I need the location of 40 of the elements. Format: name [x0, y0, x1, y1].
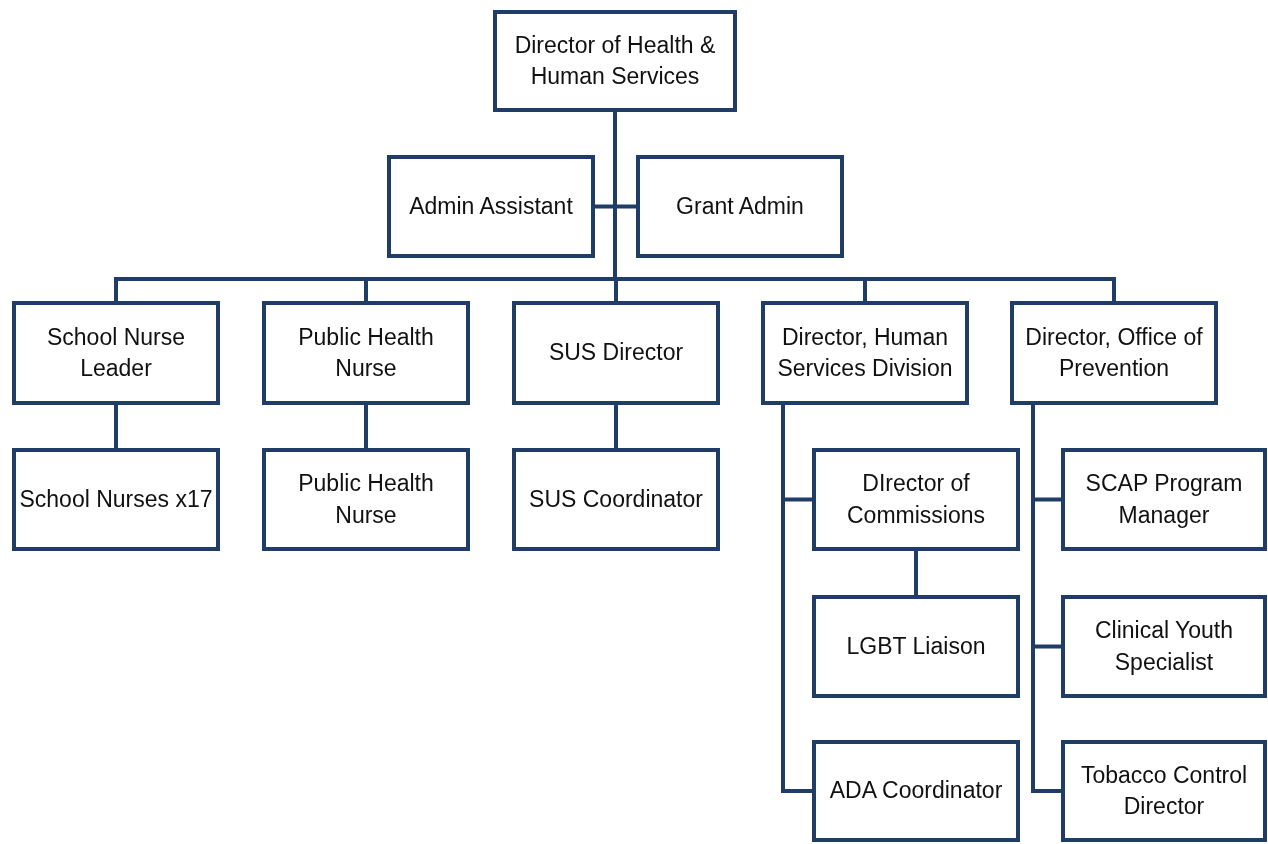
role-label: Public Health Nurse — [297, 469, 435, 530]
org-box — [1061, 740, 1267, 842]
role-label: Grant Admin — [676, 191, 804, 221]
connector-line — [614, 405, 618, 448]
role-label: DIrector of Commissions — [846, 469, 986, 530]
org-box — [493, 10, 737, 112]
connector-line — [781, 405, 812, 793]
role-label: Director, Human Services Division — [776, 322, 954, 383]
org-box — [1061, 595, 1267, 698]
role-label: Admin Assistant — [409, 191, 573, 221]
org-box — [512, 301, 720, 405]
org-box — [512, 448, 720, 551]
org-box — [12, 301, 220, 405]
role-label: SCAP Program Manager — [1084, 469, 1244, 530]
org-box — [812, 740, 1020, 842]
org-box — [262, 301, 470, 405]
role-label: SUS Director — [548, 338, 684, 368]
org-box — [262, 448, 470, 551]
role-label: Clinical Youth Specialist — [1093, 616, 1235, 677]
role-label: Tobacco Control Director — [1079, 760, 1249, 821]
role-label: LGBT Liaison — [846, 631, 986, 661]
org-box — [812, 595, 1020, 698]
role-label: ADA Coordinator — [829, 776, 1003, 806]
connector-line — [114, 405, 118, 448]
org-box — [761, 301, 969, 405]
connector-line — [364, 405, 368, 448]
connector-line — [914, 551, 918, 595]
role-label: Public Health Nurse — [297, 322, 435, 383]
role-label: SUS Coordinator — [529, 484, 703, 514]
org-box — [12, 448, 220, 551]
role-label: School Nurse Leader — [45, 322, 187, 383]
role-label: School Nurses x17 — [19, 484, 213, 514]
connector-line — [1031, 405, 1061, 793]
org-box — [812, 448, 1020, 551]
org-box — [636, 155, 844, 258]
org-box — [1010, 301, 1218, 405]
role-label: Director, Office of Prevention — [1024, 322, 1204, 383]
role-label: Director of Health & Human Services — [513, 30, 717, 91]
org-box — [387, 155, 595, 258]
org-box — [1061, 448, 1267, 551]
